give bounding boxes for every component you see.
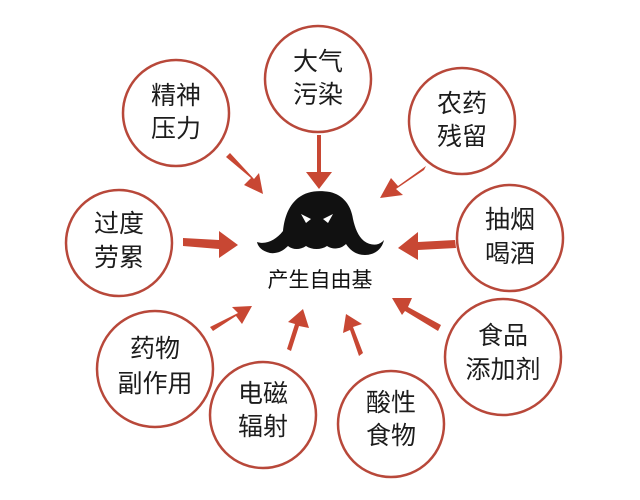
factor-node-air-pollution: 大气 污染 [263, 24, 373, 134]
factor-node-mental-stress: 精神 压力 [121, 58, 231, 168]
factor-label-line1: 电磁 [238, 379, 288, 408]
factor-label-line2: 喝酒 [485, 239, 535, 268]
arrow-food-additives [392, 298, 441, 331]
factor-label-line2: 添加剂 [465, 355, 540, 384]
arrow-electromagnetic-radiation [287, 309, 309, 351]
factor-node-acidic-food: 酸性 食物 [336, 369, 446, 479]
factor-label-line2: 污染 [293, 80, 343, 109]
factor-node-smoking-drinking: 抽烟 喝酒 [455, 183, 565, 293]
factor-label-line1: 大气 [293, 47, 343, 76]
factor-node-electromagnetic-radiation: 电磁 辐射 [208, 360, 318, 470]
factor-label-line1: 药物 [130, 334, 180, 363]
factor-label-line2: 残留 [437, 122, 487, 151]
arrow-overwork [183, 231, 238, 258]
factor-label-line2: 副作用 [117, 369, 192, 398]
arrow-pesticide-residue [380, 166, 426, 198]
factor-label-line2: 食物 [366, 421, 416, 450]
arrow-air-pollution [306, 135, 332, 189]
factor-node-pesticide-residue: 农药 残留 [407, 66, 517, 176]
factor-label-line1: 酸性 [366, 388, 416, 417]
factor-label-line1: 农药 [437, 89, 487, 118]
arrows-group [183, 135, 456, 356]
dark-monster-icon [257, 191, 384, 255]
arrow-acidic-food [343, 314, 363, 356]
factor-node-drug-side-effects: 药物 副作用 [95, 309, 215, 429]
factor-label-line1: 抽烟 [485, 205, 535, 234]
arrow-drug-side-effects [210, 306, 252, 331]
arrow-mental-stress [226, 153, 263, 194]
factor-node-food-additives: 食品 添加剂 [443, 297, 563, 417]
factor-label-line2: 劳累 [94, 243, 144, 272]
center-label: 产生自由基 [268, 268, 373, 292]
factor-label-line2: 辐射 [238, 412, 288, 441]
factor-label-line1: 食品 [478, 321, 528, 350]
factor-label-line1: 精神 [151, 81, 201, 110]
arrow-smoking-drinking [398, 232, 456, 260]
factor-label-line1: 过度 [94, 209, 144, 238]
factor-label-line2: 压力 [151, 114, 201, 143]
factor-node-overwork: 过度 劳累 [64, 188, 174, 298]
